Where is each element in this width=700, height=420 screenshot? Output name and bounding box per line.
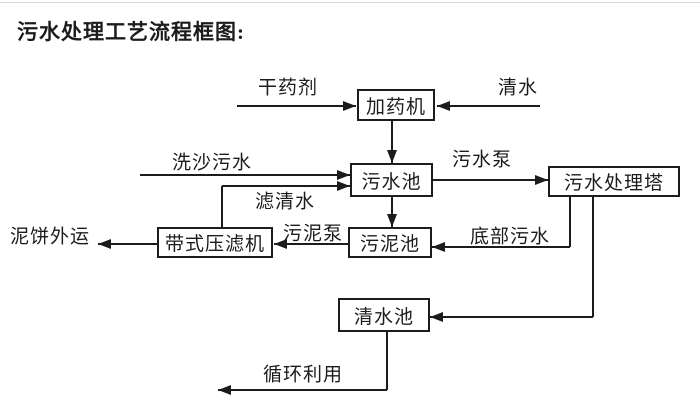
clean-water-to-dosing-machine-arrowhead-icon: [437, 101, 450, 111]
sand-washing-sewage-to-sewage-pool-arrowhead-icon: [337, 170, 350, 180]
tower-to-clean-water-pool-line: [430, 316, 593, 318]
filter-press-to-sewage-pool-line: [222, 185, 350, 187]
sludge-pool-box-label: 污泥池: [359, 234, 420, 255]
sand-washing-sewage-label: 洗沙污水: [171, 152, 253, 174]
sewage-treatment-tower-box: 污水处理塔: [548, 166, 680, 197]
page-title: 污水处理工艺流程框图:: [17, 20, 245, 44]
belt-filter-press-box: 带式压滤机: [157, 227, 273, 258]
dry-chemical-label: 干药剂: [257, 77, 319, 99]
clean-water-pool-box: 清水池: [338, 298, 430, 332]
sewage-pool-box: 污水池: [350, 163, 433, 197]
sewage-pool-box-label: 污水池: [361, 171, 422, 193]
dry-chemical-to-dosing-machine-arrowhead-icon: [343, 101, 356, 111]
dosing-machine-box: 加药机: [357, 89, 435, 121]
clean-water-pool-to-recycle-line: [218, 389, 387, 391]
sewage-pool-to-sludge-pool-line: [391, 197, 393, 227]
sewage-pool-to-sludge-pool-arrowhead-icon: [387, 214, 397, 227]
clean-water-pool-box-label: 清水池: [353, 306, 414, 328]
sewage-pool-to-treatment-tower-line: [433, 179, 548, 181]
dosing-machine-to-sewage-pool-line: [391, 121, 393, 163]
tower-bottom-sewage-to-sludge-pool-line: [432, 246, 570, 248]
sludge-pool-to-filter-press-arrowhead-icon: [274, 239, 287, 249]
sludge-pump-label: 污泥泵: [282, 223, 344, 245]
sludge-pool-box: 污泥池: [348, 227, 432, 258]
tower-bottom-sewage-to-sludge-pool-line: [569, 197, 571, 247]
clean-water-to-dosing-machine-line: [437, 105, 540, 107]
filter-press-to-mud-cake-out-line: [98, 243, 157, 245]
filter-press-to-mud-cake-out-arrowhead-icon: [98, 239, 111, 249]
filter-press-to-sewage-pool-line: [221, 186, 223, 227]
sand-washing-sewage-to-sewage-pool-line: [140, 174, 350, 176]
tower-to-clean-water-pool-line: [592, 197, 594, 317]
dosing-machine-to-sewage-pool-arrowhead-icon: [387, 150, 397, 163]
belt-filter-press-box-label: 带式压滤机: [164, 234, 265, 255]
recycle-use-label: 循环利用: [262, 364, 344, 386]
dry-chemical-to-dosing-machine-line: [237, 105, 356, 107]
top-edge-line: [0, 2, 700, 3]
clean-water-label: 清水: [497, 77, 539, 99]
mud-cake-out-label: 泥饼外运: [9, 226, 91, 248]
bottom-sewage-label: 底部污水: [469, 226, 551, 248]
tower-bottom-sewage-to-sludge-pool-arrowhead-icon: [432, 242, 445, 252]
sewage-pool-to-treatment-tower-arrowhead-icon: [535, 175, 548, 185]
sewage-treatment-tower-box-label: 污水处理塔: [563, 173, 664, 194]
tower-to-clean-water-pool-arrowhead-icon: [430, 312, 443, 322]
clean-water-pool-to-recycle-arrowhead-icon: [218, 385, 231, 395]
sludge-pool-to-filter-press-line: [274, 243, 348, 245]
clean-water-pool-to-recycle-line: [386, 332, 388, 390]
dosing-machine-box-label: 加药机: [365, 96, 426, 118]
sewage-pump-label: 污水泵: [451, 149, 513, 171]
filter-press-to-sewage-pool-arrowhead-icon: [337, 181, 350, 191]
filtered-water-label: 滤清水: [254, 191, 316, 213]
